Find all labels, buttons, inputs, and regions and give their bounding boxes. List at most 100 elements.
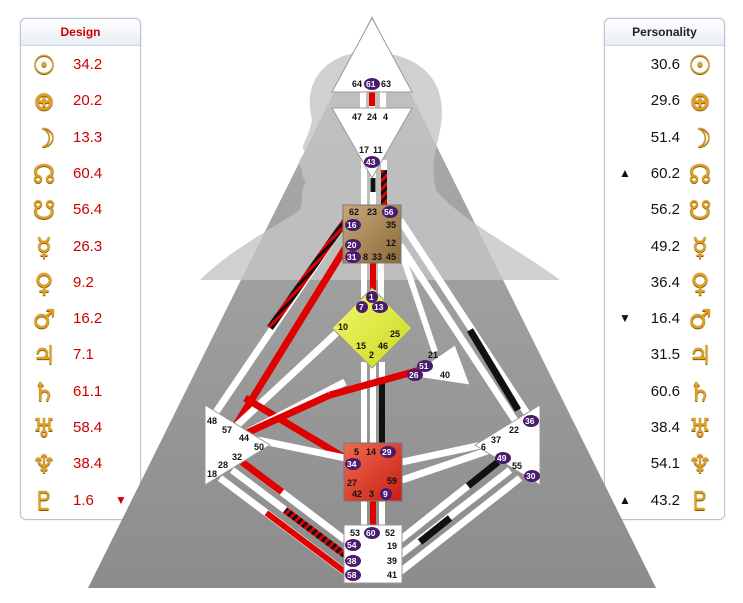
gate-28: 28 xyxy=(218,460,228,470)
design-value: 20.2 xyxy=(73,92,103,110)
venus-icon: ♀ xyxy=(34,268,54,299)
down-arrow-icon: ▼ xyxy=(619,311,631,326)
sun-icon: ☉ xyxy=(32,51,56,81)
design-title: Design xyxy=(21,19,140,46)
saturn-icon: ♄ xyxy=(32,377,56,408)
g-center xyxy=(331,287,413,369)
personality-value: 60.6 xyxy=(650,382,680,400)
gate-39: 39 xyxy=(387,556,397,566)
gate-58-badge: 58 xyxy=(345,569,361,581)
gate-11: 11 xyxy=(373,145,383,155)
design-value: 38.4 xyxy=(73,455,103,473)
gate-34: 34 xyxy=(347,459,357,469)
personality-value: 49.2 xyxy=(650,237,680,255)
design-value: 16.2 xyxy=(73,310,103,328)
sun-icon: ☉ xyxy=(688,51,712,81)
gate-26-badge: 26 xyxy=(407,369,423,381)
personality-row-moon: ☽ 51.4 xyxy=(605,121,724,157)
design-row-mercury: ☿26.3 xyxy=(21,230,140,266)
design-value: 61.1 xyxy=(73,382,103,400)
gate-20-badge: 20 xyxy=(345,239,361,251)
gate-4: 4 xyxy=(383,112,388,122)
design-row-uranus: ♅ 58.4 xyxy=(21,411,140,447)
gate-8: 8 xyxy=(363,252,368,262)
design-row-neptune: ♆38.4 xyxy=(21,447,140,483)
gate-labels: 64 61 63 47 24 4 17 11 43 62 23 56 16 35… xyxy=(207,78,540,581)
gate-62: 62 xyxy=(349,207,359,217)
personality-panel: Personality ☉30.6⊕29.6☽51.4☊60.2▲☋56.2☿4… xyxy=(604,18,725,520)
personality-value: 29.6 xyxy=(650,92,680,110)
gate-15: 15 xyxy=(356,341,366,351)
design-row-earth: ⊕20.2 xyxy=(21,84,140,120)
design-panel: Design ☉34.2⊕20.2☽13.3☊60.4☋56.4☿26.3♀9.… xyxy=(20,18,141,520)
gate-38: 38 xyxy=(347,556,357,566)
gate-9: 9 xyxy=(383,489,388,499)
mercury-icon: ☿ xyxy=(692,232,708,263)
gate-54: 54 xyxy=(347,540,357,550)
gate-31: 31 xyxy=(347,252,357,262)
gate-29-badge: 29 xyxy=(380,446,396,458)
gate-30-badge: 30 xyxy=(524,470,540,482)
gate-41: 41 xyxy=(387,570,397,580)
design-value: 1.6 xyxy=(73,491,94,509)
personality-title: Personality xyxy=(605,19,724,46)
uranus-icon: ♅ xyxy=(32,414,56,444)
gate-14: 14 xyxy=(366,447,376,457)
uranus-icon: ♅ xyxy=(688,414,712,444)
design-value: 7.1 xyxy=(73,346,94,364)
ajna-center xyxy=(331,107,413,180)
gate-16: 16 xyxy=(347,220,357,230)
gate-13-badge: 13 xyxy=(372,301,388,313)
personality-row-neptune: ♆54.1 xyxy=(605,447,724,483)
design-value: 58.4 xyxy=(73,419,103,436)
north-node-icon: ☊ xyxy=(32,159,56,190)
gate-44: 44 xyxy=(239,433,249,443)
personality-value: 16.4 xyxy=(650,310,680,328)
down-arrow-icon: ▼ xyxy=(115,492,127,507)
gate-1-badge: 1 xyxy=(366,291,378,303)
gate-61: 61 xyxy=(366,79,376,89)
gate-24: 24 xyxy=(367,112,377,122)
gate-50: 50 xyxy=(254,442,264,452)
earth-icon: ⊕ xyxy=(689,87,711,118)
personality-row-venus: ♀36.4 xyxy=(605,266,724,302)
gate-35: 35 xyxy=(386,220,396,230)
design-row-sun: ☉ 34.2 xyxy=(21,48,140,84)
gate-6: 6 xyxy=(481,442,486,452)
personality-row-pluto: ♇43.2▲ xyxy=(605,484,724,520)
gate-51-badge: 51 xyxy=(417,360,433,372)
gate-30: 30 xyxy=(526,471,536,481)
jupiter-icon: ♃ xyxy=(688,341,712,372)
mars-icon: ♂ xyxy=(688,305,712,336)
gate-38-badge: 38 xyxy=(345,555,361,567)
gate-1: 1 xyxy=(369,292,374,302)
north-node-icon: ☊ xyxy=(688,159,712,190)
spleen-center xyxy=(204,404,271,486)
personality-value: 51.4 xyxy=(650,128,680,146)
gate-46: 46 xyxy=(378,341,388,351)
design-row-saturn: ♄ 61.1 xyxy=(21,375,140,411)
gate-56: 56 xyxy=(384,207,394,217)
design-value: 56.4 xyxy=(73,201,103,219)
south-node-icon: ☋ xyxy=(688,196,712,227)
design-row-jupiter: ♃ 7.1 xyxy=(21,338,140,374)
personality-value: 54.1 xyxy=(650,455,680,473)
gate-3: 3 xyxy=(369,489,374,499)
gate-12: 12 xyxy=(386,238,396,248)
personality-row-earth: ⊕ 29.6 xyxy=(605,84,724,120)
design-value: 34.2 xyxy=(73,56,103,73)
design-row-south-node: ☋56.4 xyxy=(21,193,140,229)
gate-20: 20 xyxy=(347,240,357,250)
personality-value: 60.2 xyxy=(650,164,680,182)
gate-19: 19 xyxy=(387,541,397,551)
mercury-icon: ☿ xyxy=(36,232,52,263)
channels xyxy=(209,88,533,575)
personality-row-sun: ☉30.6 xyxy=(605,48,724,84)
jupiter-icon: ♃ xyxy=(32,341,56,372)
moon-icon: ☽ xyxy=(688,123,712,154)
pluto-icon: ♇ xyxy=(688,486,712,517)
design-row-venus: ♀9.2 xyxy=(21,266,140,302)
gate-43-badge: 43 xyxy=(364,156,380,168)
pluto-icon: ♇ xyxy=(32,486,56,517)
personality-row-jupiter: ♃31.5 xyxy=(605,338,724,374)
